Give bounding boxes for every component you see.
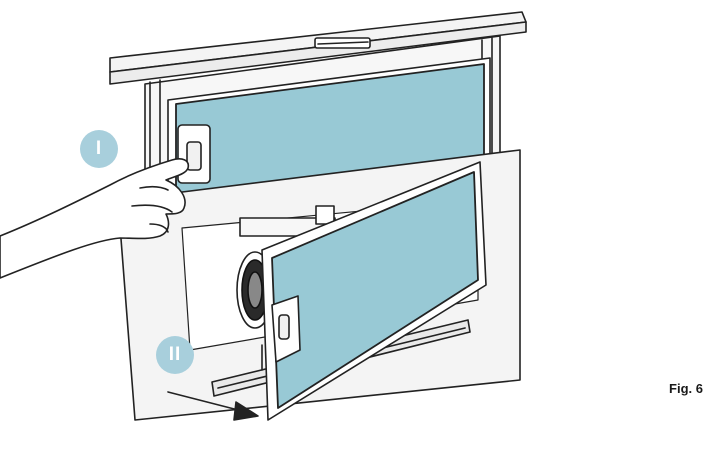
- hand-icon: [0, 158, 190, 279]
- lower-filter: [261, 161, 487, 421]
- arrow-icon: [167, 391, 259, 421]
- step-badge-2-label: II: [168, 344, 182, 365]
- step-badge-2: II: [156, 336, 194, 374]
- figure-label: Fig. 6: [669, 381, 703, 396]
- step-badge-1: I: [80, 130, 118, 168]
- step-badge-1-label: I: [95, 138, 103, 159]
- hood-top-cover: [109, 11, 527, 85]
